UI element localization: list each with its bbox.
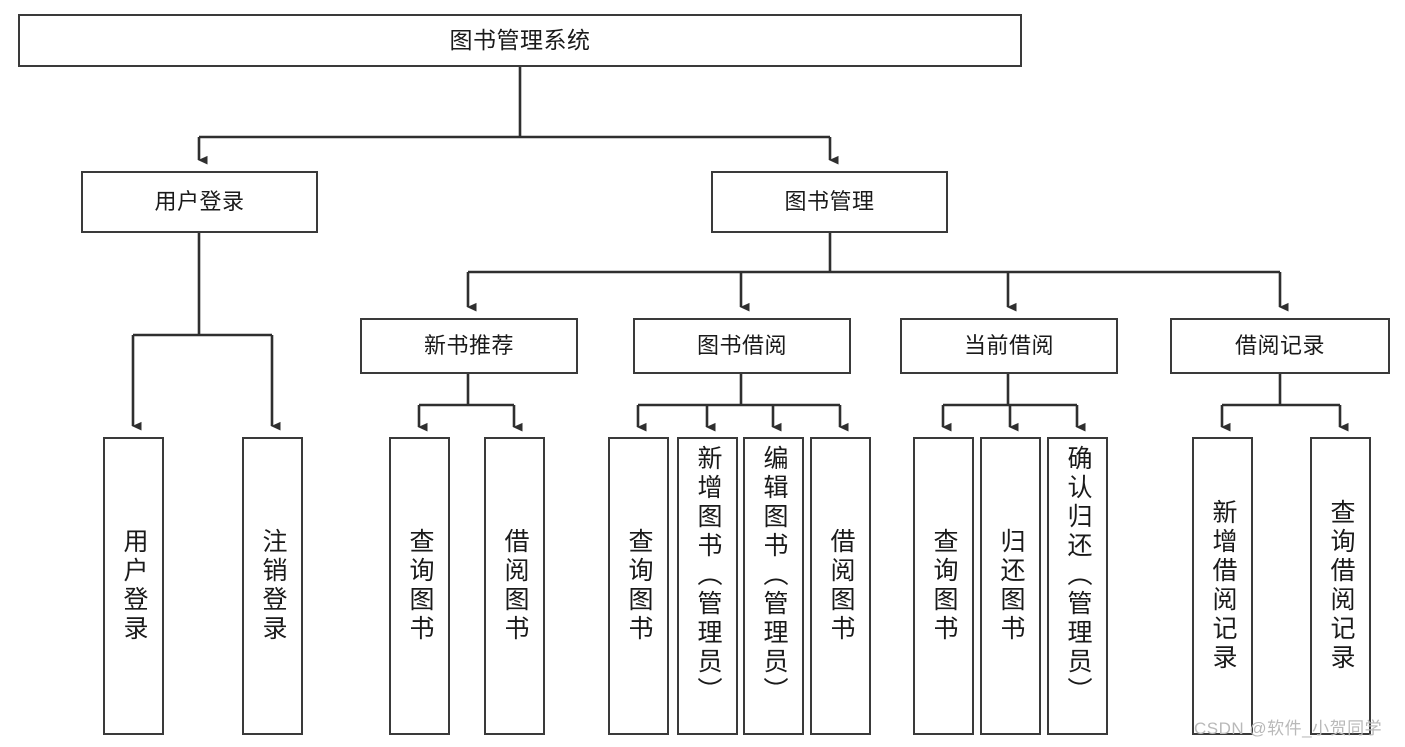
node-label: 注销登录 — [259, 528, 287, 644]
node-edit-book[interactable]: 编辑图书（管理员） — [743, 437, 804, 735]
node-add-book[interactable]: 新增图书（管理员） — [677, 437, 738, 735]
node-label: 编辑图书（管理员） — [760, 445, 788, 706]
node-query-book-1[interactable]: 查询图书 — [389, 437, 450, 735]
node-label: 查询借阅记录 — [1327, 499, 1355, 673]
node-label: 新书推荐 — [423, 333, 514, 359]
node-label: 查询图书 — [930, 528, 958, 644]
node-label: 用户登录 — [154, 189, 245, 215]
node-label: 图书借阅 — [696, 333, 787, 359]
node-new-book-recommend[interactable]: 新书推荐 — [360, 318, 578, 374]
node-login[interactable]: 用户登录 — [103, 437, 164, 735]
node-label: 确认归还（管理员） — [1064, 445, 1092, 706]
node-query-borrow-record[interactable]: 查询借阅记录 — [1310, 437, 1371, 735]
node-book-management[interactable]: 图书管理 — [711, 171, 948, 233]
node-query-book-2[interactable]: 查询图书 — [608, 437, 669, 735]
node-label: 新增借阅记录 — [1209, 499, 1237, 673]
node-borrow-book-1[interactable]: 借阅图书 — [484, 437, 545, 735]
node-label: 用户登录 — [120, 528, 148, 644]
node-label: 当前借阅 — [963, 333, 1054, 359]
node-label: 借阅记录 — [1234, 333, 1325, 359]
node-borrow-book-2[interactable]: 借阅图书 — [810, 437, 871, 735]
node-label: 借阅图书 — [827, 528, 855, 644]
csdn-watermark: CSDN @软件_小贺同学 — [1194, 719, 1383, 738]
node-label: 归还图书 — [997, 528, 1025, 644]
node-label: 图书管理系统 — [449, 26, 591, 53]
node-label: 借阅图书 — [501, 528, 529, 644]
node-user-login[interactable]: 用户登录 — [81, 171, 318, 233]
node-borrow-records[interactable]: 借阅记录 — [1170, 318, 1390, 374]
node-root-system[interactable]: 图书管理系统 — [18, 14, 1022, 67]
node-label: 图书管理 — [784, 189, 875, 215]
node-confirm-return[interactable]: 确认归还（管理员） — [1047, 437, 1108, 735]
node-add-borrow-record[interactable]: 新增借阅记录 — [1192, 437, 1253, 735]
node-return-book[interactable]: 归还图书 — [980, 437, 1041, 735]
node-label: 查询图书 — [406, 528, 434, 644]
node-label: 新增图书（管理员） — [694, 445, 722, 706]
node-query-book-3[interactable]: 查询图书 — [913, 437, 974, 735]
node-current-borrow[interactable]: 当前借阅 — [900, 318, 1118, 374]
node-label: 查询图书 — [625, 528, 653, 644]
node-book-borrow[interactable]: 图书借阅 — [633, 318, 851, 374]
node-logout[interactable]: 注销登录 — [242, 437, 303, 735]
